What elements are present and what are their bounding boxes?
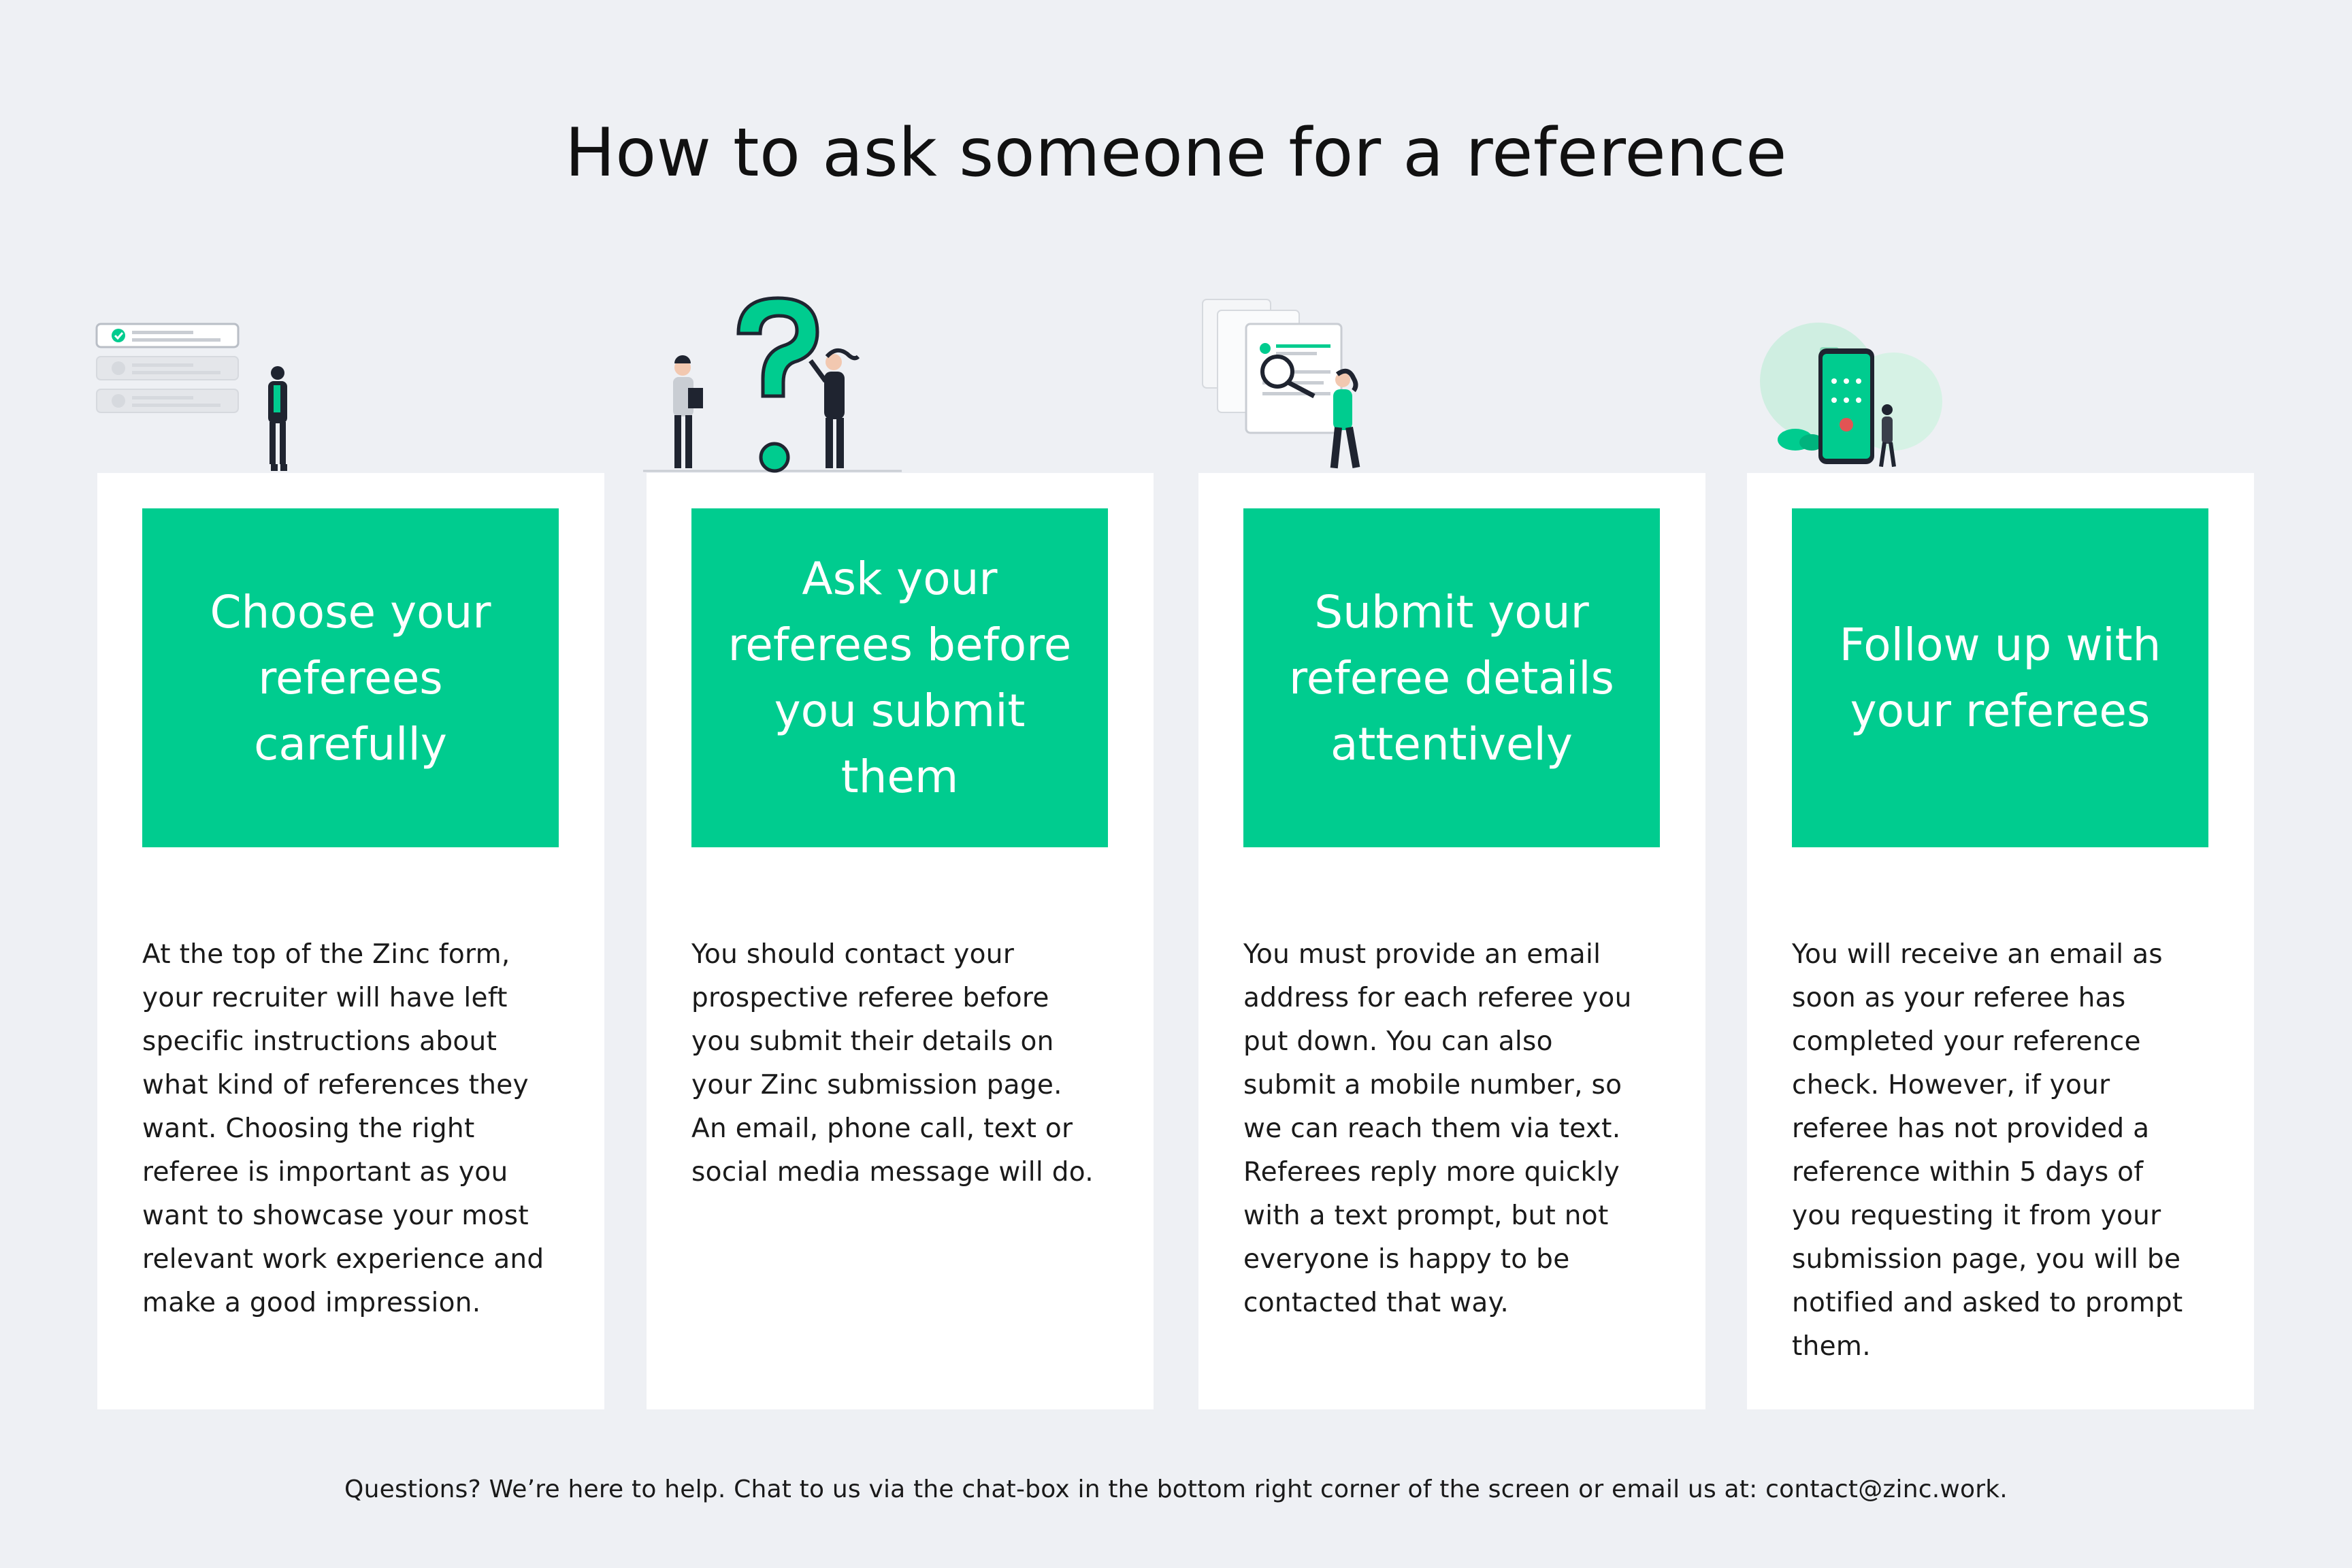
phone-person-illustration <box>1760 323 1942 468</box>
magnifier-document-illustration <box>1202 299 1360 469</box>
step-description: At the top of the Zinc form, your recrui… <box>142 939 544 1318</box>
step-description: You should contact your prospective refe… <box>691 939 1094 1188</box>
step-description: You will receive an email as soon as you… <box>1792 939 2183 1362</box>
step-card-ask: Ask your referees before you submit them… <box>647 473 1154 1409</box>
question-mark-people-illustration <box>643 296 902 473</box>
step-heading: Ask your referees before you submit them <box>691 508 1108 847</box>
step-card-choose: Choose your referees carefully At the to… <box>97 473 604 1409</box>
step-heading: Follow up with your referees <box>1792 508 2208 847</box>
page-title: How to ask someone for a reference <box>565 114 1787 192</box>
footer-help-text: Questions? We’re here to help. Chat to u… <box>344 1475 2008 1503</box>
step-card-follow-up: Follow up with your referees You will re… <box>1747 473 2254 1409</box>
step-card-submit: Submit your referee details attentively … <box>1198 473 1705 1409</box>
step-description: You must provide an email address for ea… <box>1243 939 1632 1318</box>
checklist-person-illustration <box>95 323 287 471</box>
step-heading: Choose your referees carefully <box>142 508 559 847</box>
step-heading: Submit your referee details attentively <box>1243 508 1660 847</box>
